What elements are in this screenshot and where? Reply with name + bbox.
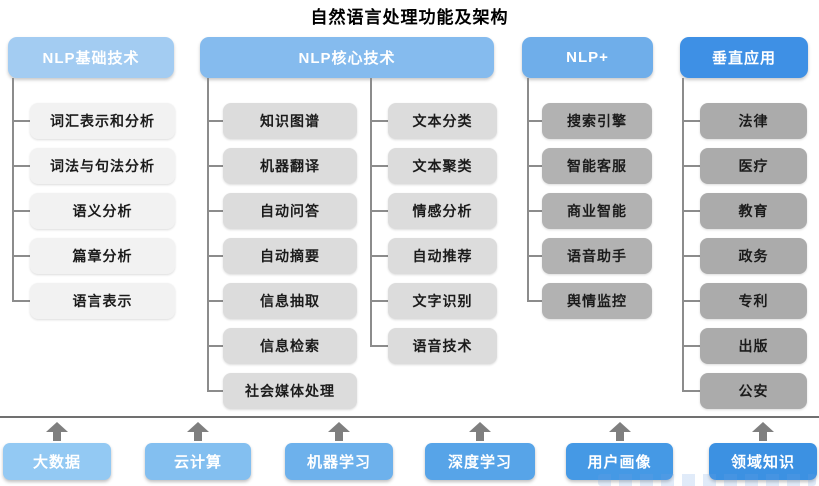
up-arrow-icon — [469, 422, 491, 441]
connector-tick — [12, 120, 30, 122]
connector-tick — [207, 120, 223, 122]
connector-tick — [682, 300, 700, 302]
tree-node: 商业智能 — [542, 193, 652, 229]
up-arrow-stem — [759, 432, 767, 441]
up-arrow-head — [608, 422, 631, 432]
connector-tick — [682, 345, 700, 347]
tree-node: 自动问答 — [223, 193, 357, 229]
tree-node: 语言表示 — [30, 283, 175, 319]
connector-tick — [682, 390, 700, 392]
tree-node: 词汇表示和分析 — [30, 103, 175, 139]
foundation-node: 深度学习 — [425, 443, 535, 480]
connector-tick — [207, 345, 223, 347]
up-arrow-stem — [194, 432, 202, 441]
tree-node: 社会媒体处理 — [223, 373, 357, 409]
tree-node: 政务 — [700, 238, 807, 274]
tree-node: 自动摘要 — [223, 238, 357, 274]
tree-node: 搜索引擎 — [542, 103, 652, 139]
connector-tick — [370, 255, 388, 257]
connector-tick — [682, 120, 700, 122]
tree-node: 法律 — [700, 103, 807, 139]
tree-node: 语音助手 — [542, 238, 652, 274]
up-arrow-icon — [187, 422, 209, 441]
connector-vline — [12, 78, 14, 301]
connector-vline — [682, 78, 684, 391]
up-arrow-head — [187, 422, 209, 432]
up-arrow-head — [328, 422, 350, 432]
foundation-node: 云计算 — [145, 443, 251, 480]
connector-tick — [370, 165, 388, 167]
tree-node: 自动推荐 — [388, 238, 497, 274]
connector-tick — [12, 300, 30, 302]
connector-tick — [370, 120, 388, 122]
connector-vline — [370, 78, 372, 346]
tree-node: 医疗 — [700, 148, 807, 184]
up-arrow-icon — [46, 422, 68, 441]
connector-tick — [12, 255, 30, 257]
connector-tick — [207, 210, 223, 212]
connector-tick — [527, 165, 542, 167]
up-arrow-icon — [608, 422, 631, 441]
header-nlp-plus: NLP+ — [522, 37, 653, 78]
connector-tick — [682, 165, 700, 167]
tree-node: 公安 — [700, 373, 807, 409]
up-arrow-stem — [476, 432, 484, 441]
tree-node: 出版 — [700, 328, 807, 364]
up-arrow-stem — [53, 432, 61, 441]
tree-node: 信息检索 — [223, 328, 357, 364]
foundation-node: 用户画像 — [566, 443, 673, 480]
connector-tick — [527, 210, 542, 212]
up-arrow-head — [752, 422, 774, 432]
connector-vline — [527, 78, 529, 301]
tree-node: 知识图谱 — [223, 103, 357, 139]
connector-vline — [207, 78, 209, 391]
tree-node: 专利 — [700, 283, 807, 319]
connector-tick — [207, 390, 223, 392]
tree-node: 教育 — [700, 193, 807, 229]
up-arrow-head — [469, 422, 491, 432]
connector-tick — [682, 210, 700, 212]
diagram-title: 自然语言处理功能及架构 — [310, 8, 509, 27]
tree-node: 词法与句法分析 — [30, 148, 175, 184]
connector-tick — [370, 210, 388, 212]
up-arrow-stem — [615, 432, 624, 441]
connector-tick — [527, 300, 542, 302]
foundation-node: 领域知识 — [709, 443, 817, 480]
header-vertical-apps: 垂直应用 — [680, 37, 808, 78]
tree-node: 智能客服 — [542, 148, 652, 184]
connector-tick — [12, 210, 30, 212]
up-arrow-head — [46, 422, 68, 432]
connector-tick — [207, 165, 223, 167]
watermark — [598, 474, 816, 486]
connector-tick — [682, 255, 700, 257]
header-nlp-core: NLP核心技术 — [200, 37, 494, 78]
connector-tick — [370, 300, 388, 302]
foundation-node: 机器学习 — [285, 443, 393, 480]
up-arrow-stem — [335, 432, 343, 441]
up-arrow-icon — [752, 422, 774, 441]
tree-node: 语义分析 — [30, 193, 175, 229]
connector-tick — [12, 165, 30, 167]
connector-tick — [527, 120, 542, 122]
tree-node: 篇章分析 — [30, 238, 175, 274]
tree-node: 语音技术 — [388, 328, 497, 364]
connector-tick — [207, 300, 223, 302]
tree-node: 机器翻译 — [223, 148, 357, 184]
tree-node: 舆情监控 — [542, 283, 652, 319]
connector-tick — [370, 345, 388, 347]
tree-node: 情感分析 — [388, 193, 497, 229]
foundation-node: 大数据 — [3, 443, 111, 480]
tree-node: 文本分类 — [388, 103, 497, 139]
connector-tick — [527, 255, 542, 257]
up-arrow-icon — [328, 422, 350, 441]
connector-tick — [207, 255, 223, 257]
tree-node: 信息抽取 — [223, 283, 357, 319]
foundation-separator-line — [0, 416, 819, 418]
header-nlp-basic: NLP基础技术 — [8, 37, 174, 78]
tree-node: 文字识别 — [388, 283, 497, 319]
tree-node: 文本聚类 — [388, 148, 497, 184]
